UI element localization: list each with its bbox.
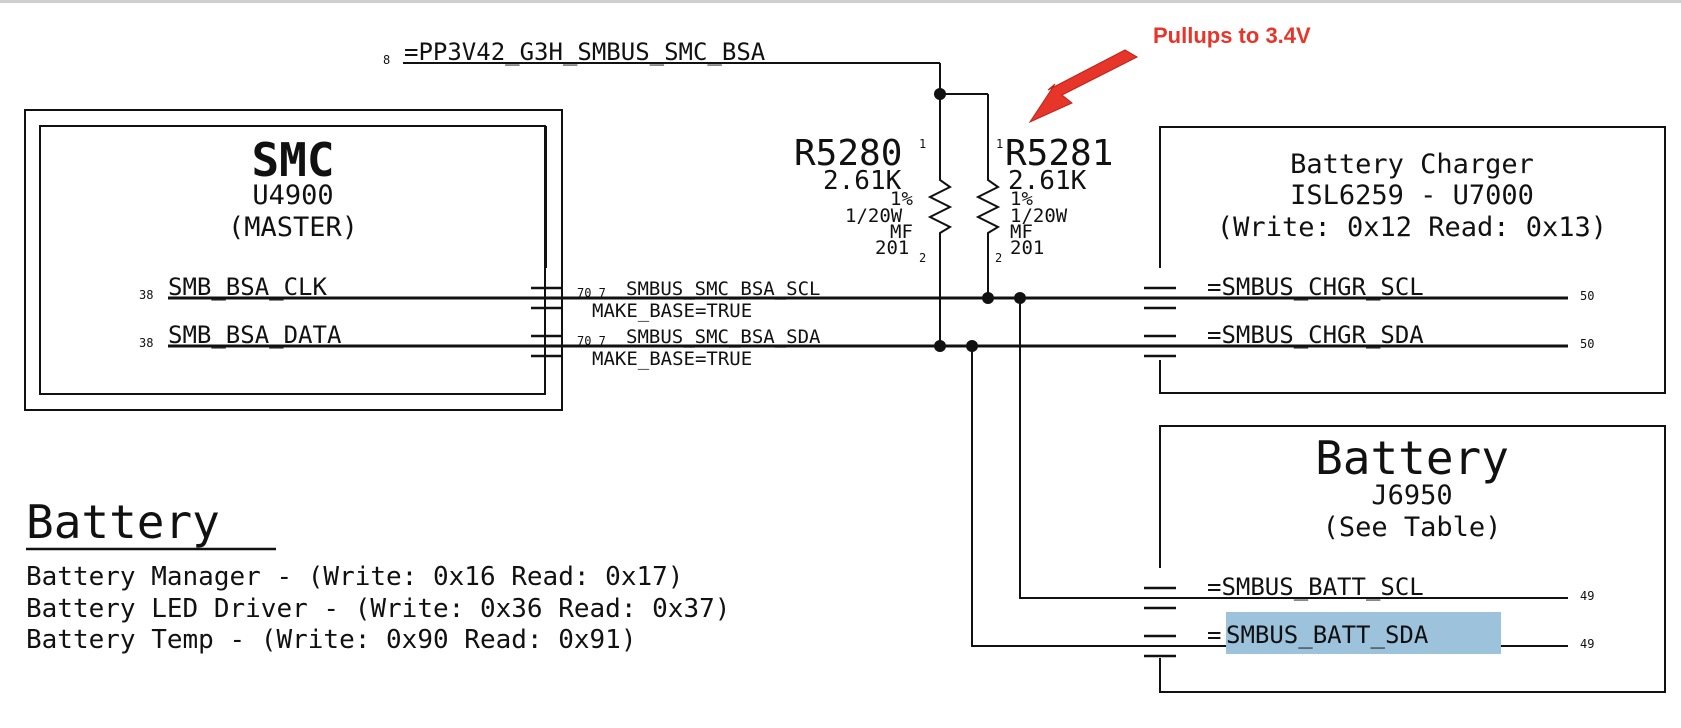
text-selection-highlight — [1226, 612, 1501, 654]
resistor-r5281 — [975, 170, 1001, 298]
junction-dot — [982, 292, 994, 304]
battery-sda-prefix: = — [1207, 621, 1221, 649]
smc-block-outline — [24, 109, 563, 411]
r5280-pin2: 2 — [919, 251, 926, 265]
sda-net-pages: 70 7 — [577, 334, 606, 348]
battery-scl-net: =SMBUS_BATT_SCL — [1207, 573, 1424, 601]
r5281-power: 1/20W — [1010, 205, 1068, 227]
window-top-border — [0, 0, 1681, 3]
smc-clk-page: 38 — [139, 288, 153, 302]
r5281-designator: R5281 — [1005, 133, 1113, 174]
r5281-tolerance: 1% — [1010, 188, 1033, 210]
sda-net-label: SMBUS_SMC_BSA_SDA — [626, 326, 821, 348]
resistor-r5280 — [927, 170, 953, 345]
battery-led-driver-line: Battery LED Driver - (Write: 0x36 Read: … — [26, 594, 730, 624]
charger-scl-net: =SMBUS_CHGR_SCL — [1207, 273, 1424, 301]
r5280-tolerance: 1% — [890, 188, 913, 210]
charger-sda-net: =SMBUS_CHGR_SDA — [1207, 321, 1424, 349]
smc-clk-pin: SMB_BSA_CLK — [168, 273, 327, 301]
battery-scl-page: 49 — [1580, 589, 1594, 603]
charger-scl-page: 50 — [1580, 289, 1594, 303]
r5280-package: 201 — [875, 237, 909, 259]
charger-sda-page: 50 — [1580, 337, 1594, 351]
battery-block-title: Battery — [1315, 431, 1509, 485]
power-net-label: =PP3V42_G3H_SMBUS_SMC_BSA — [404, 38, 766, 66]
charger-port-connectors — [1144, 286, 1176, 358]
smc-ref: U4900 — [252, 180, 333, 211]
callout-label: Pullups to 3.4V — [1153, 23, 1311, 48]
charger-block-outline — [1159, 126, 1666, 394]
r5281-type: MF — [1010, 221, 1033, 243]
r5281-pin1: 1 — [996, 137, 1003, 151]
smc-role: (MASTER) — [228, 212, 358, 243]
battery-sda-net[interactable]: SMBUS_BATT_SDA — [1226, 621, 1429, 649]
scl-net-prop: MAKE_BASE=TRUE — [592, 300, 752, 322]
junction-dot — [934, 340, 946, 352]
smc-port-connectors — [531, 286, 563, 358]
charger-title: Battery Charger — [1290, 149, 1534, 180]
r5280-designator: R5280 — [794, 133, 902, 174]
r5280-type: MF — [890, 221, 913, 243]
r5281-package: 201 — [1010, 237, 1044, 259]
callout-arrow — [1028, 49, 1139, 124]
scl-net-pages: 70 7 — [577, 286, 606, 300]
r5280-value: 2.61K — [823, 166, 902, 196]
battery-block-note: (See Table) — [1323, 512, 1502, 543]
charger-ref: ISL6259 - U7000 — [1290, 180, 1534, 211]
smc-data-pin: SMB_BSA_DATA — [168, 321, 342, 349]
junction-dot — [934, 88, 946, 100]
bus-wires — [168, 296, 1568, 348]
battery-temp-line: Battery Temp - (Write: 0x90 Read: 0x91) — [26, 625, 636, 655]
smc-data-page: 38 — [139, 336, 153, 350]
battery-block-ref: J6950 — [1371, 480, 1452, 511]
scl-net-label: SMBUS_SMC_BSA_SCL — [626, 278, 820, 300]
r5280-pin1: 1 — [919, 137, 926, 151]
power-net-page: 8 — [383, 53, 390, 67]
battery-manager-line: Battery Manager - (Write: 0x16 Read: 0x1… — [26, 562, 683, 592]
r5281-value: 2.61K — [1008, 166, 1087, 196]
r5281-pin2: 2 — [995, 251, 1002, 265]
r5280-power: 1/20W — [845, 205, 903, 227]
battery-port-connectors — [1144, 586, 1176, 658]
smc-title: SMC — [251, 133, 334, 187]
sda-net-prop: MAKE_BASE=TRUE — [592, 348, 752, 370]
battery-sda-page: 49 — [1580, 637, 1594, 651]
charger-addr: (Write: 0x12 Read: 0x13) — [1217, 212, 1607, 243]
battery-block-outline — [1159, 425, 1666, 693]
battery-section-heading: Battery — [26, 495, 220, 549]
